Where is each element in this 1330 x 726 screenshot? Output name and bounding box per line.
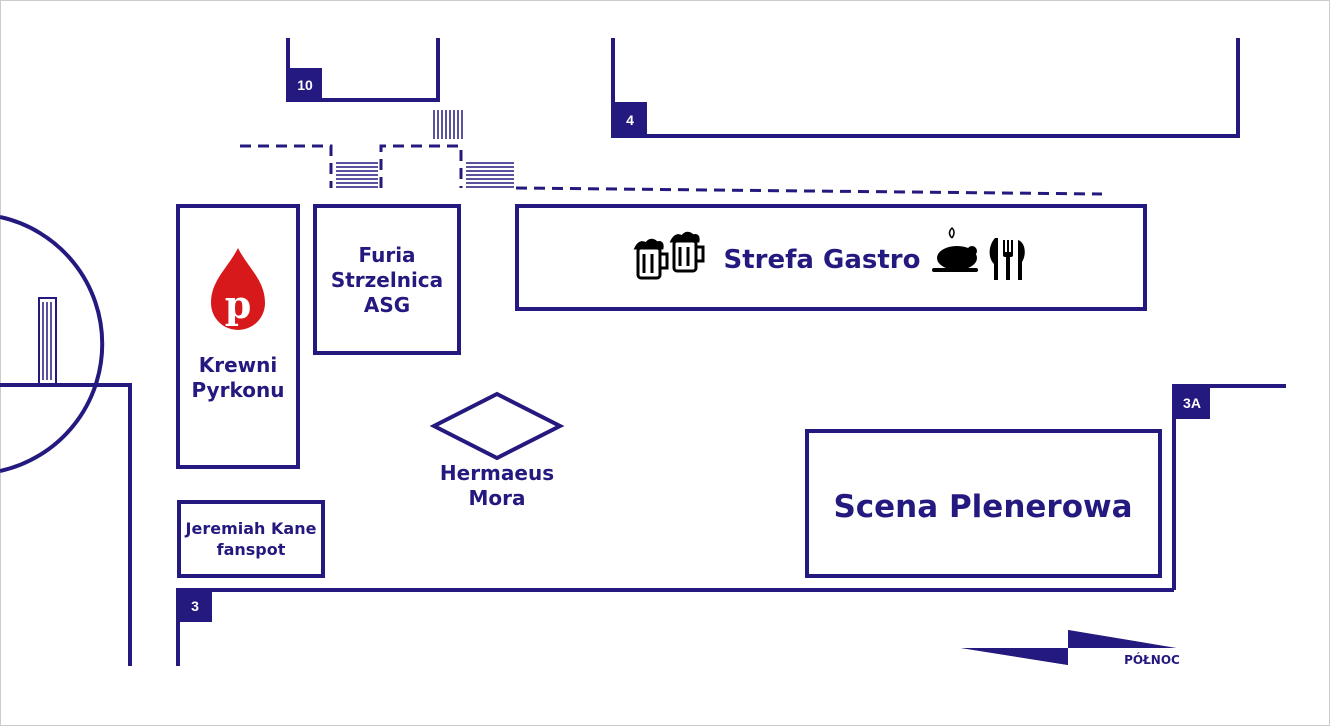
furia-label-line1: Furia <box>358 243 415 267</box>
beer-mugs-icon <box>633 231 705 280</box>
hall-4: 4 <box>611 38 1240 138</box>
jeremiah-kane-fanspot[interactable]: Jeremiah Kane fanspot <box>177 500 325 578</box>
gastro-label: Strefa Gastro <box>724 245 921 275</box>
hall-3a-number: 3A <box>1183 395 1201 411</box>
compass-label: PÓŁNOC <box>1124 652 1180 667</box>
strefa-gastro-area[interactable]: Strefa Gastro <box>515 204 1147 311</box>
hermaeus-label-line1: Hermaeus <box>440 461 554 485</box>
krewni-label-line1: Krewni <box>199 353 278 377</box>
hall-3-badge <box>178 590 212 622</box>
hall-4-number: 4 <box>626 112 634 128</box>
hall-3a-badge <box>1174 386 1210 419</box>
jeremiah-label-line1: Jeremiah Kane <box>185 519 317 538</box>
gate-stripes <box>336 110 514 188</box>
roast-chicken-icon <box>932 226 978 272</box>
krewni-label-line2: Pyrkonu <box>192 378 285 402</box>
jeremiah-label-line2: fanspot <box>217 540 286 559</box>
gate-left <box>336 162 378 188</box>
krewni-pyrkonu-area[interactable]: p Krewni Pyrkonu <box>176 204 300 469</box>
north-arrow-icon: PÓŁNOC <box>961 630 1180 667</box>
hall-3: 3 <box>176 588 1174 666</box>
svg-text:p: p <box>225 282 252 327</box>
furia-label-line2: Strzelnica <box>331 268 443 292</box>
hall-10-number: 10 <box>297 77 313 93</box>
fence <box>240 144 1103 196</box>
furia-strzelnica-area[interactable]: Furia Strzelnica ASG <box>313 204 461 355</box>
hermaeus-mora-spot[interactable]: Hermaeus Mora <box>429 391 565 510</box>
hall-10: 10 <box>286 38 440 102</box>
blood-drop-p-icon: p <box>211 248 265 330</box>
hall-3a: 3A <box>1172 384 1286 590</box>
gate-right <box>466 162 514 188</box>
hall-3-number: 3 <box>191 598 199 614</box>
gate-top <box>433 110 463 139</box>
scena-label: Scena Plenerowa <box>833 489 1132 525</box>
hall-4-badge <box>613 102 647 136</box>
hall-10-badge <box>288 68 322 100</box>
cutlery-icon <box>989 238 1025 280</box>
left-hall-entrance <box>38 297 57 385</box>
furia-label-line3: ASG <box>364 293 410 317</box>
scena-plenerowa-stage[interactable]: Scena Plenerowa <box>805 429 1162 578</box>
hermaeus-label-line2: Mora <box>468 486 525 510</box>
